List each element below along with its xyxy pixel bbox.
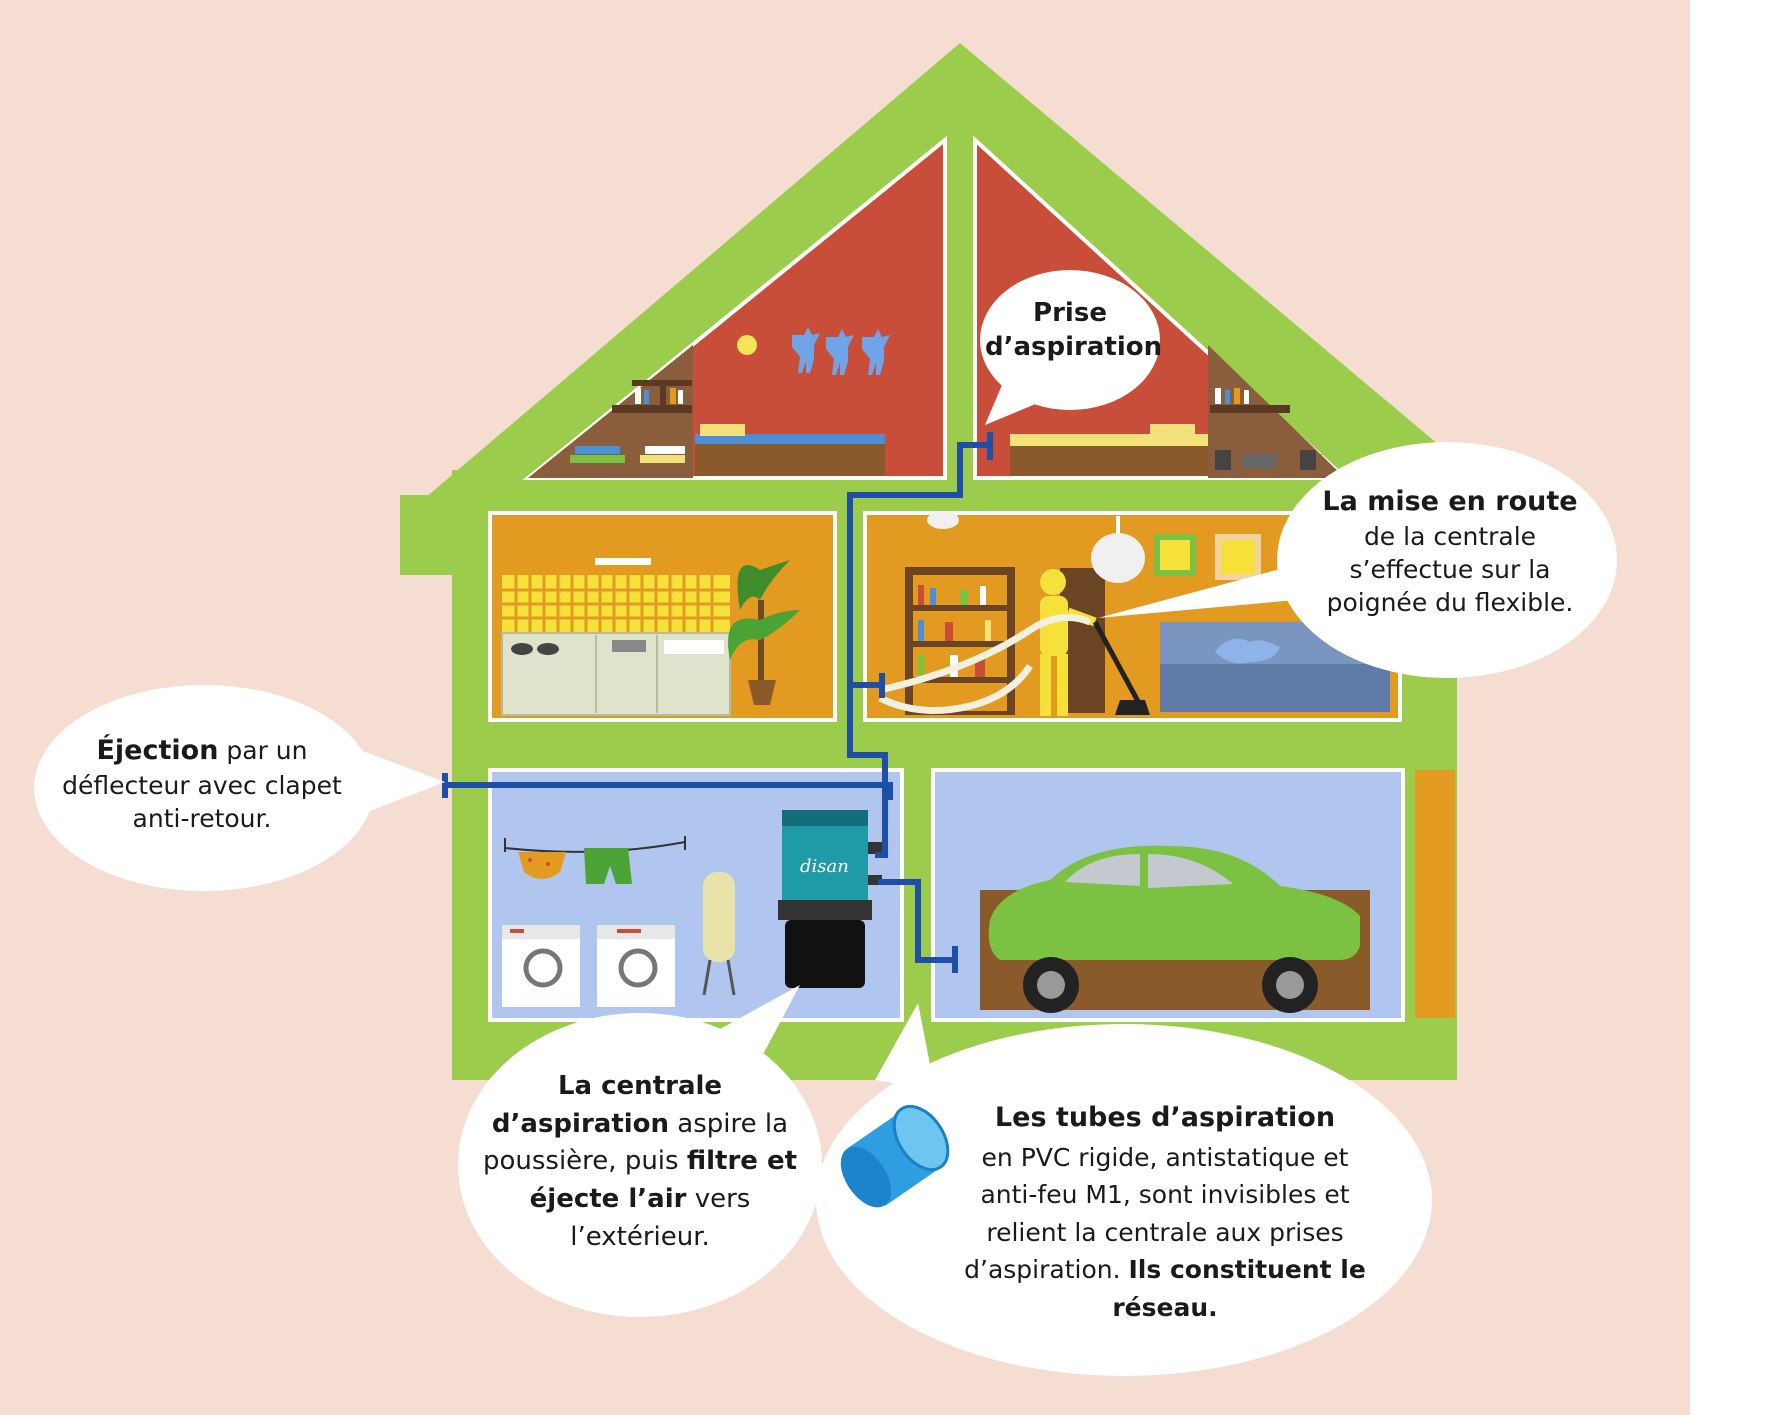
mise-line4: poignée du flexible. xyxy=(1326,587,1574,617)
centrale-t3: poussière, puis xyxy=(482,1146,687,1177)
centrale-b1: La centrale xyxy=(557,1071,723,1101)
vacuum-pipe-network xyxy=(442,432,993,973)
centrale-b3: filtre et xyxy=(686,1146,798,1177)
centrale-t5: l’extérieur. xyxy=(570,1221,710,1252)
plant-icon xyxy=(728,560,800,705)
callout-mise-en-route: La mise en route de la centrale s’effect… xyxy=(1300,484,1600,619)
ejection-line2: déflecteur avec clapet xyxy=(62,770,342,800)
tubes-bold: Les tubes d’aspiration xyxy=(994,1102,1336,1133)
bubble-mise-en-route xyxy=(1098,442,1617,678)
bubble-tubes xyxy=(816,1003,1432,1376)
callout-ejection: Éjection par un déflecteur avec clapet a… xyxy=(52,733,352,835)
centrale-t2: aspire la xyxy=(669,1108,789,1139)
tubes-line2: en PVC rigide, antistatique et xyxy=(981,1142,1349,1172)
garage-room xyxy=(931,768,1405,1022)
mise-bold: La mise en route xyxy=(1322,486,1578,517)
central-vacuum-unit-icon: disan xyxy=(778,810,882,988)
central-unit-brand: disan xyxy=(800,856,849,877)
person-vacuuming xyxy=(878,569,1150,716)
prise-line1: Prise xyxy=(1033,298,1107,328)
tubes-b5: Ils constituent le xyxy=(1128,1255,1366,1284)
bubble-prise-aspiration xyxy=(980,270,1160,425)
attic-left-room xyxy=(522,135,947,480)
bubble-centrale xyxy=(458,985,822,1317)
mise-line2: de la centrale xyxy=(1363,521,1537,551)
bookshelf-left xyxy=(570,380,692,463)
centrale-b2: d’aspiration xyxy=(491,1108,670,1139)
pvc-tube-icon xyxy=(840,1104,950,1208)
ejection-line3: anti-retour. xyxy=(132,803,272,833)
tubes-line3: anti-feu M1, sont invisibles et xyxy=(980,1180,1350,1209)
tubes-line4: relient la centrale aux prises xyxy=(986,1217,1344,1247)
callout-centrale: La centrale d’aspiration aspire la pouss… xyxy=(470,1068,810,1256)
centrale-b4: éjecte l’air xyxy=(529,1184,687,1215)
laundry-room: disan xyxy=(488,768,904,1022)
callout-tubes: Les tubes d’aspiration en PVC rigide, an… xyxy=(930,1098,1400,1326)
callout-bubbles xyxy=(34,270,1617,1376)
car-icon xyxy=(988,845,1360,1013)
mise-line3: s’effectue sur la xyxy=(1349,554,1551,584)
bookshelf-right xyxy=(1210,388,1316,470)
prise-line2: d’aspiration xyxy=(985,332,1163,363)
tubes-b6: réseau. xyxy=(1112,1292,1218,1322)
kids-figures xyxy=(792,327,890,375)
kitchen-room xyxy=(488,511,837,722)
ironing-board-icon xyxy=(702,872,736,996)
centrale-t4: vers xyxy=(686,1184,751,1215)
tubes-t5: d’aspiration. xyxy=(964,1255,1129,1284)
callout-prise-aspiration: Prise d’aspiration xyxy=(985,296,1162,365)
ejection-rest: par un xyxy=(218,736,308,765)
bubble-ejection xyxy=(34,685,445,891)
ejection-bold: Éjection xyxy=(96,735,219,766)
